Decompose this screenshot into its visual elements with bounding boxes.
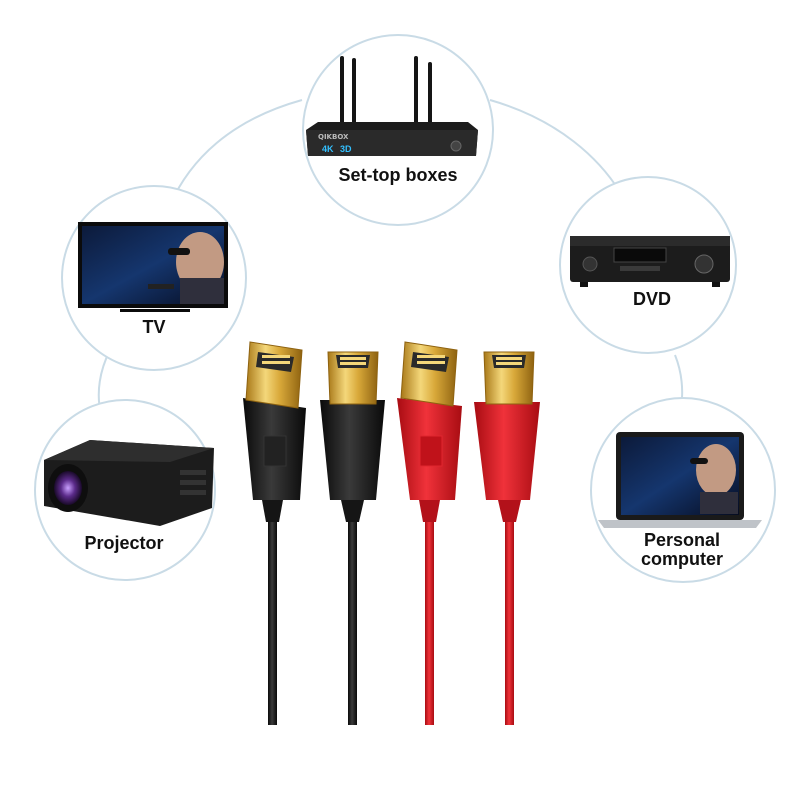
settop-4k-text: 4K [322, 144, 334, 154]
red-cable-straight-wire [505, 520, 514, 725]
black-cable-straight-housing [320, 400, 385, 500]
tv-label: TV [142, 317, 165, 337]
arc-settop-dvd [489, 99, 621, 193]
black-cable-angled-connector [245, 341, 303, 409]
tv-icon [78, 222, 228, 312]
settop-brand-text: QIKBOX [318, 133, 349, 141]
hdmi-cables [243, 341, 540, 725]
red-cable-straight-housing [474, 402, 540, 500]
set-top-box-icon: QIKBOX 4K 3D [306, 56, 478, 156]
pc-label-line2: computer [641, 549, 723, 569]
laptop-icon [598, 432, 762, 528]
arc-settop-tv [169, 99, 303, 206]
projector-node: Projector [34, 399, 216, 581]
settop-node: QIKBOX 4K 3D Set-top boxes [302, 34, 494, 226]
projector-icon [44, 440, 214, 526]
tv-node: TV [61, 185, 247, 371]
projector-label: Projector [84, 533, 163, 553]
black-cable-angled-wire [268, 520, 277, 725]
settop-label: Set-top boxes [338, 165, 457, 185]
settop-3d-text: 3D [340, 144, 352, 154]
black-cable-angled [243, 341, 306, 725]
red-cable-straight [474, 351, 540, 725]
dvd-node: DVD [559, 176, 737, 354]
pc-label-line1: Personal [644, 530, 720, 550]
black-cable-straight [320, 351, 385, 725]
pc-node: Personal computer [590, 397, 776, 583]
black-cable-straight-wire [348, 520, 357, 725]
dvd-player-icon [570, 236, 730, 287]
red-cable-angled-connector [400, 341, 458, 407]
red-cable-angled [397, 341, 462, 725]
dvd-label: DVD [633, 289, 671, 309]
red-cable-angled-wire [425, 520, 434, 725]
